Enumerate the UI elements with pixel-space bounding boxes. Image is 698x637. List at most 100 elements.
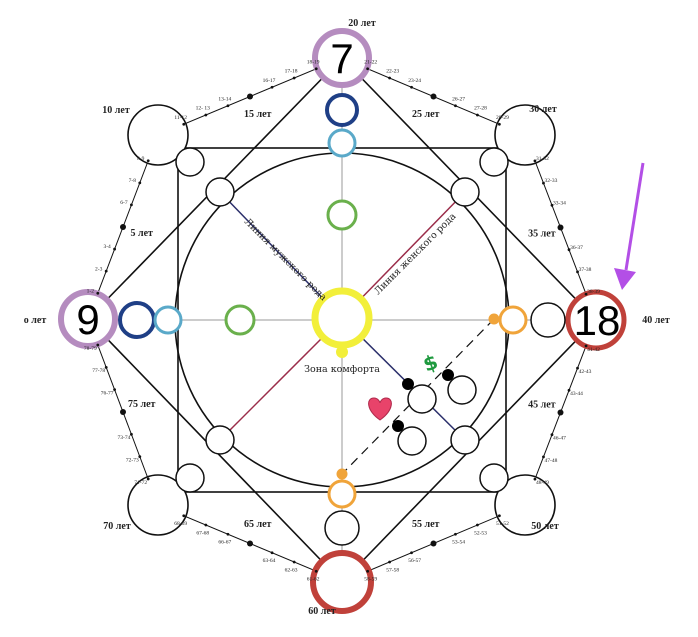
age-anchor-label: 40 лет xyxy=(642,315,670,326)
top-third-circle xyxy=(327,128,357,158)
corner-circle-bl xyxy=(127,474,189,536)
male-line-label: Линия мужского рода xyxy=(242,216,329,303)
age-label: 46-47 xyxy=(553,436,566,442)
comfort-zone-circle xyxy=(311,287,373,349)
age-major-tick xyxy=(120,224,126,230)
age-label: 6-7 xyxy=(120,200,128,206)
age-tick xyxy=(533,159,537,163)
money-love-dot xyxy=(402,378,414,390)
age-tick xyxy=(270,85,274,89)
dollar-icon: $ xyxy=(420,349,441,376)
age-tick xyxy=(314,569,318,573)
age-label: 61-62 xyxy=(307,577,320,583)
age-tick xyxy=(204,523,208,527)
age-tick xyxy=(182,514,186,518)
age-tick xyxy=(130,203,133,207)
age-label: 76-77 xyxy=(101,390,114,396)
age-label: 73-74 xyxy=(117,435,130,441)
right-point-circle xyxy=(565,289,627,351)
age-label: 63-64 xyxy=(263,558,276,564)
age-label: 32-33 xyxy=(545,178,558,184)
comfort-zone-dot xyxy=(336,346,348,358)
age-tick xyxy=(542,455,545,459)
age-tick xyxy=(96,291,100,295)
left-point-value: 9 xyxy=(76,296,99,343)
age-tick xyxy=(138,181,142,185)
right-second-circle xyxy=(530,302,566,338)
age-tick xyxy=(366,67,370,71)
age-label: 66-67 xyxy=(218,540,231,546)
bottom-point-circle xyxy=(310,550,374,614)
age-label: 41-42 xyxy=(587,347,600,353)
left-second-circle xyxy=(118,301,156,339)
age-major-label: 45 лет xyxy=(528,399,556,410)
age-tick xyxy=(366,569,370,573)
age-label: 23-24 xyxy=(408,78,421,84)
age-label: 48-49 xyxy=(536,480,549,486)
age-tick xyxy=(204,113,208,117)
right-third-circle xyxy=(498,305,528,335)
age-tick xyxy=(584,292,588,296)
arrow-icon xyxy=(614,162,645,290)
love-dot xyxy=(392,420,404,432)
age-label: 58-59 xyxy=(364,577,377,583)
age-label: 22-23 xyxy=(386,69,399,75)
age-label: 33-34 xyxy=(553,200,566,206)
age-label: 62-63 xyxy=(285,567,298,573)
age-tick xyxy=(567,388,571,392)
age-label: 31-32 xyxy=(536,156,549,162)
age-tick xyxy=(182,122,186,126)
age-tick xyxy=(576,366,579,370)
age-label: 67-68 xyxy=(196,530,209,536)
age-tick xyxy=(138,455,142,459)
age-label: 36-37 xyxy=(570,245,583,251)
age-major-label: 5 лет xyxy=(130,228,153,239)
diagonal-circle-bl xyxy=(205,425,235,455)
age-label: 1-2 xyxy=(87,288,95,294)
diagonal-circle-tr xyxy=(450,177,480,207)
age-tick xyxy=(113,247,116,251)
age-tick xyxy=(584,344,588,348)
corner-circle-br xyxy=(494,474,556,536)
love-circle xyxy=(397,426,427,456)
age-tick xyxy=(104,365,108,369)
age-label: 21-22 xyxy=(364,59,377,65)
left-green-circle xyxy=(224,304,256,336)
age-major-tick xyxy=(247,540,253,547)
age-tick xyxy=(292,76,296,80)
age-tick xyxy=(270,551,274,555)
age-anchor-label: 30 лет xyxy=(529,104,557,115)
age-tick xyxy=(533,477,537,481)
bottom-third-circle xyxy=(327,479,357,509)
age-label: 42-43 xyxy=(579,369,592,375)
diagonal-circle-br xyxy=(450,425,480,455)
age-tick xyxy=(130,432,133,436)
age-major-label: 75 лет xyxy=(128,399,156,410)
age-label: 71-72 xyxy=(134,480,147,486)
age-major-tick xyxy=(120,409,126,415)
age-tick xyxy=(104,269,108,273)
comfort-zone-label: Зона комфорта xyxy=(304,364,380,375)
age-label: 57-58 xyxy=(386,567,399,573)
age-anchor-label: о лет xyxy=(24,315,47,326)
top-point-value: 7 xyxy=(330,35,353,82)
money-dot xyxy=(442,369,454,381)
heart-icon xyxy=(368,397,392,421)
age-label: 77-78 xyxy=(92,368,105,374)
right-point-value: 18 xyxy=(574,297,621,344)
age-tick xyxy=(497,514,501,518)
age-anchor-label: 60 лет xyxy=(308,606,336,617)
age-label: 12- 13 xyxy=(196,106,210,112)
money-love-circle xyxy=(407,384,437,414)
square-corner-circle xyxy=(175,147,205,177)
age-major-tick xyxy=(430,540,437,547)
age-tick xyxy=(226,104,230,108)
age-label: 38-39 xyxy=(587,289,600,295)
age-tick xyxy=(567,248,571,252)
age-label: 78-79 xyxy=(84,346,97,352)
age-label: 68-69 xyxy=(174,521,187,527)
age-label: 37-38 xyxy=(579,267,592,273)
age-label: 3-4 xyxy=(103,244,111,250)
left-point-circle xyxy=(58,289,118,349)
